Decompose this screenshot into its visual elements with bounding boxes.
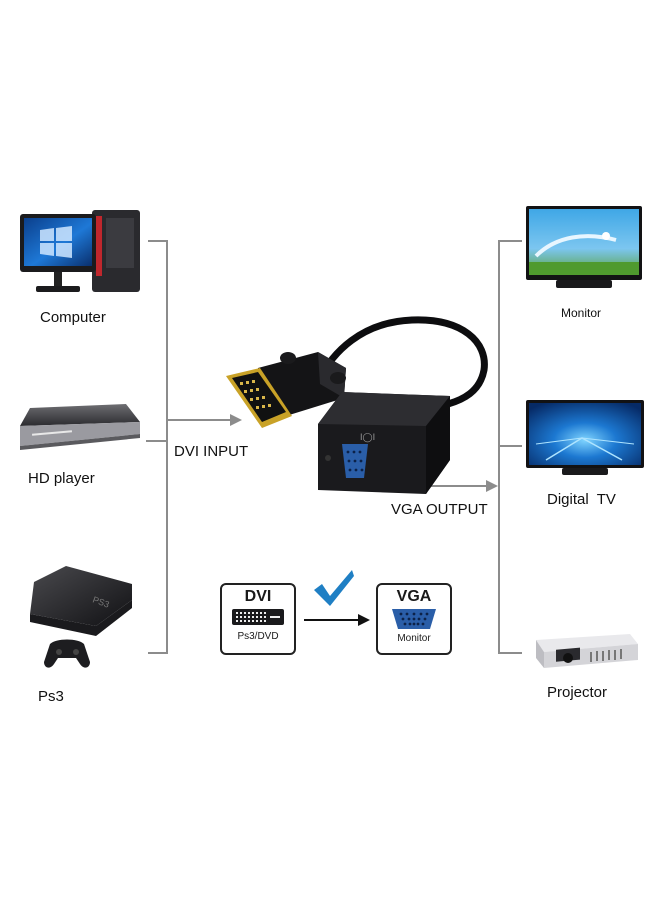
- right-bracket-line-middle: [498, 445, 522, 447]
- vga-box-title: VGA: [396, 588, 432, 605]
- check-mark-icon: [314, 570, 354, 606]
- dvi-connector-box: DVI Ps3/DVD: [220, 583, 296, 655]
- vga-output-label: VGA OUTPUT: [391, 501, 488, 518]
- dvi-box-title: DVI: [244, 588, 272, 605]
- source-label-computer: Computer: [40, 309, 106, 326]
- ps3-icon: PS3: [30, 566, 132, 668]
- right-bracket-line-bottom: [498, 652, 522, 654]
- input-arrow: [166, 414, 242, 426]
- left-bracket-line-vertical: [166, 240, 168, 654]
- tv-icon: [526, 400, 644, 475]
- projector-icon: [536, 634, 638, 668]
- direction-arrow: [304, 614, 370, 626]
- right-bracket-line-top: [498, 240, 522, 242]
- svg-text:I◯I: I◯I: [360, 432, 375, 443]
- vga-port-icon: [392, 609, 436, 629]
- dvi-box-caption: Ps3/DVD: [237, 631, 279, 642]
- dvi-to-vga-adapter-image: I◯I: [226, 316, 488, 494]
- vga-box-caption: Monitor: [397, 633, 431, 644]
- dvi-port-icon: [232, 609, 284, 625]
- hd-player-icon: [20, 404, 140, 450]
- source-label-hd-player: HD player: [28, 470, 95, 487]
- dvi-input-label: DVI INPUT: [174, 443, 249, 460]
- output-label-digital-tv: Digital TV: [547, 491, 616, 508]
- vga-connector-box: VGA Monitor: [376, 583, 452, 655]
- left-bracket-line-top: [148, 240, 168, 242]
- left-bracket-line-middle: [146, 440, 166, 442]
- computer-icon: [20, 210, 140, 292]
- source-label-ps3: Ps3: [38, 688, 64, 705]
- left-bracket-line-bottom: [148, 652, 168, 654]
- monitor-icon: [526, 206, 642, 288]
- right-bracket-line-vertical: [498, 240, 500, 654]
- output-label-monitor: Monitor: [561, 306, 602, 320]
- output-label-projector: Projector: [547, 684, 608, 701]
